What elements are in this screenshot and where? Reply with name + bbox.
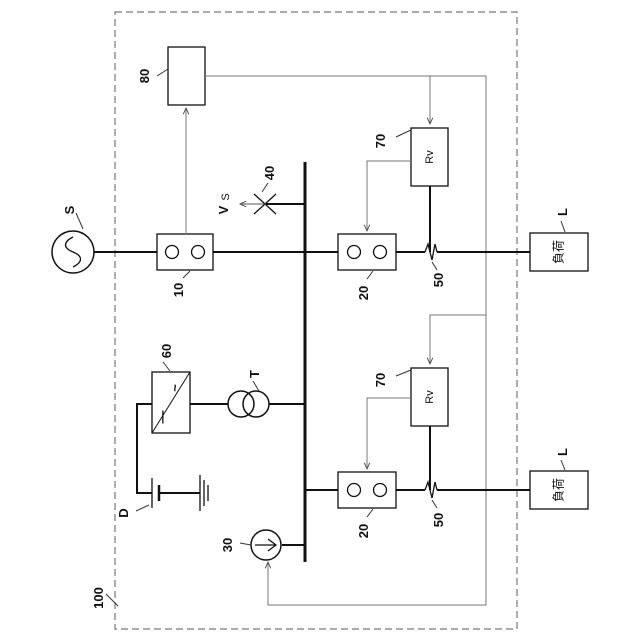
- branch-breaker-top-label: 20: [356, 286, 371, 300]
- signal-relay-bottom-to-breaker: [367, 398, 411, 469]
- converter-dc-symbol: —: [154, 411, 169, 424]
- main-breaker: 10: [157, 234, 213, 297]
- voltage-point-label: 40: [262, 166, 277, 180]
- branch-breaker-top: 20: [338, 234, 396, 300]
- relay-top-label: 70: [373, 134, 388, 148]
- converter-ac-symbol: ~: [167, 384, 182, 392]
- controller: 80: [137, 47, 205, 105]
- voltage-subscript: S: [220, 193, 232, 200]
- relay-top: Rv 70: [373, 128, 448, 186]
- load-top: 負荷 L: [530, 208, 588, 271]
- ac-source: S: [52, 205, 94, 273]
- dc-source-label: D: [116, 508, 131, 517]
- branch-breaker-bottom-label: 20: [356, 524, 371, 538]
- switch-top-label: 50: [431, 273, 446, 287]
- svg-text:Rv: Rv: [424, 390, 436, 404]
- load-bottom-id: L: [555, 448, 570, 456]
- source-label: S: [62, 205, 77, 214]
- main-breaker-label: 10: [171, 283, 186, 297]
- relay-bottom-label: 70: [373, 373, 388, 387]
- voltage-measurement: 40 V S: [216, 166, 305, 215]
- dc-source: D: [116, 475, 208, 518]
- transformer: T: [228, 370, 269, 417]
- voltage-symbol: V: [216, 205, 231, 214]
- relay-bottom: Rv 70: [373, 368, 448, 426]
- switch-bottom-label: 50: [431, 513, 446, 527]
- svg-text:Rv: Rv: [424, 150, 436, 164]
- controller-label: 80: [137, 69, 152, 83]
- svg-text:負荷: 負荷: [552, 240, 566, 264]
- switch-bottom: 50: [425, 482, 446, 527]
- converter: ~ — 60: [152, 344, 190, 433]
- branch-breaker-bottom: 20: [338, 472, 396, 538]
- converter-to-dc-wire: [137, 404, 152, 493]
- converter-label: 60: [159, 344, 174, 358]
- load-top-id: L: [555, 208, 570, 216]
- switch-top: 50: [425, 244, 446, 287]
- svg-text:負荷: 負荷: [552, 478, 566, 502]
- transformer-label: T: [247, 370, 262, 378]
- signal-controller-to-relay-bottom: [430, 315, 486, 364]
- current-sensor-label: 30: [220, 538, 235, 552]
- load-bottom: 負荷 L: [530, 448, 588, 509]
- system-label: 100: [91, 587, 118, 609]
- svg-text:100: 100: [91, 587, 106, 609]
- current-sensor: 30: [220, 530, 281, 560]
- signal-relay-top-to-breaker: [367, 161, 411, 231]
